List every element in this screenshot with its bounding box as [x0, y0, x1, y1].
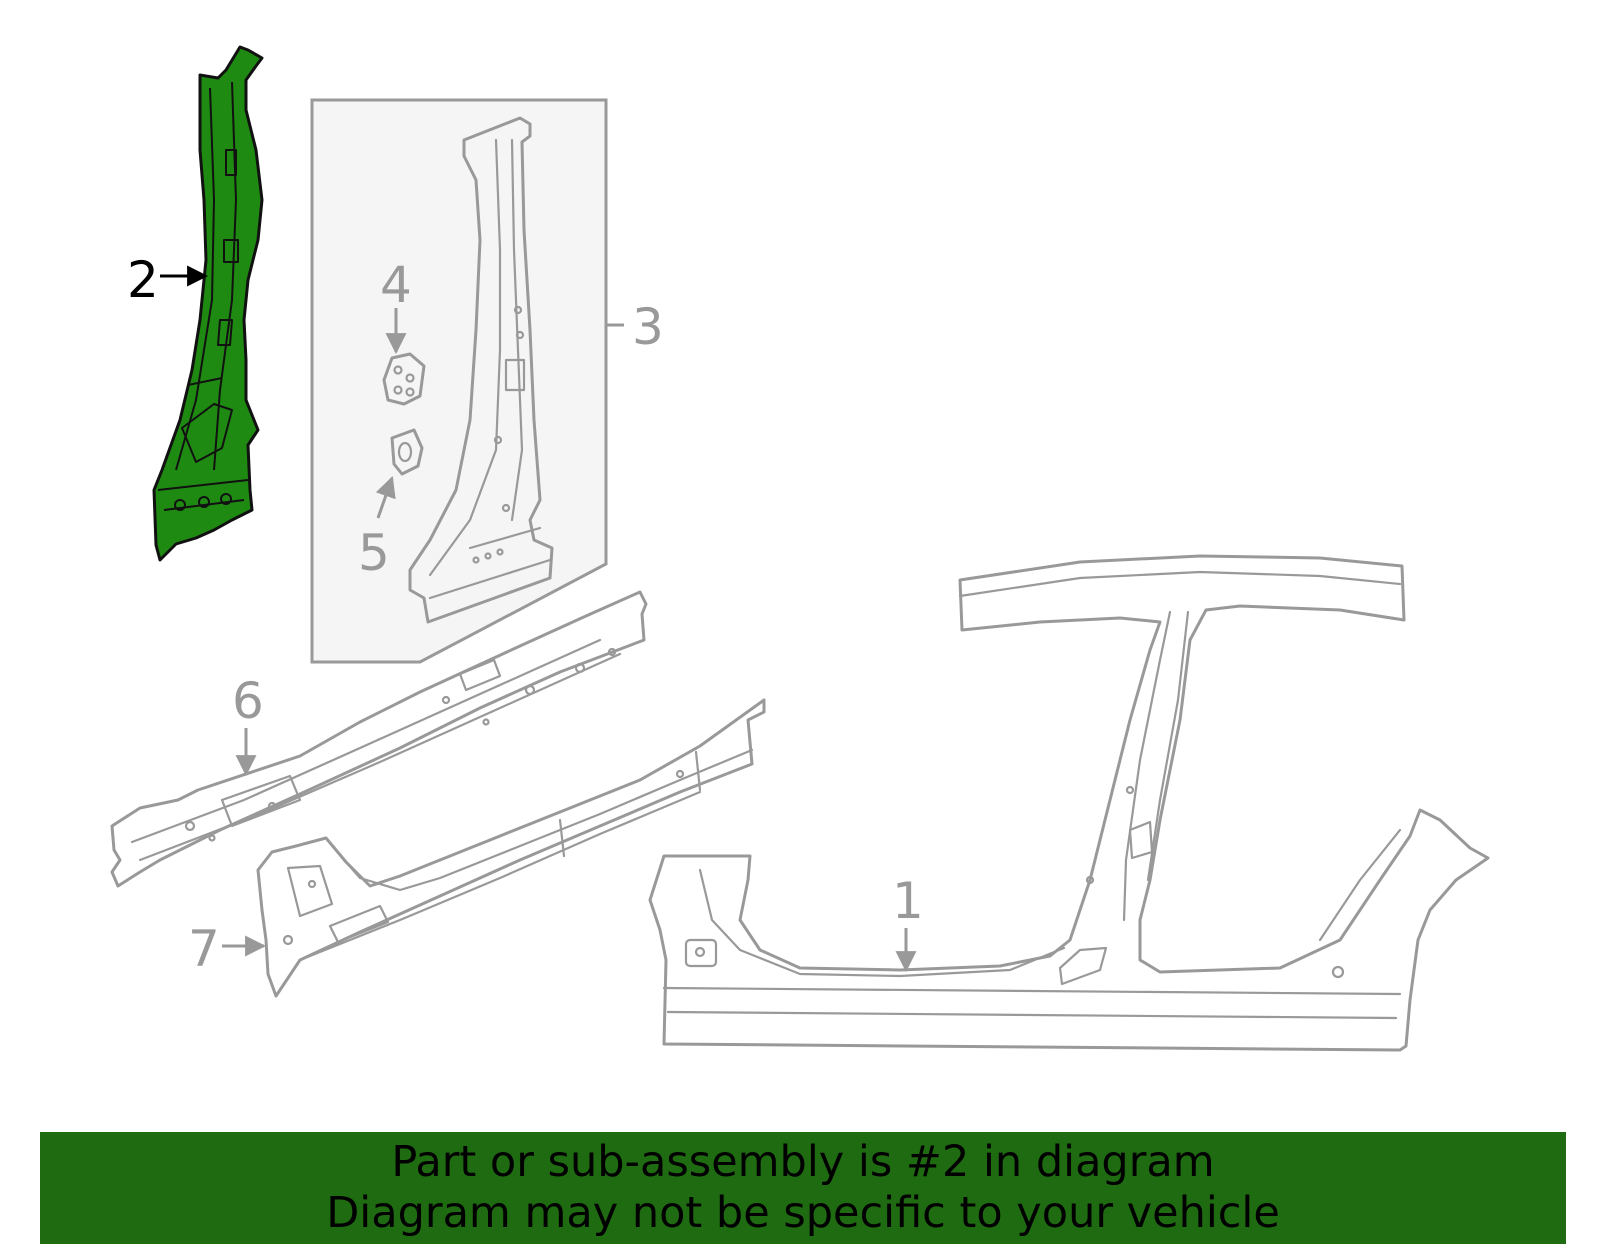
leader-arrow-5 — [375, 476, 396, 519]
part-6-rocker-inner[interactable] — [110, 590, 648, 888]
callout-2[interactable]: 2 — [127, 251, 159, 309]
part-4-bracket[interactable] — [382, 352, 426, 406]
callout-5[interactable]: 5 — [358, 524, 390, 582]
callout-7[interactable]: 7 — [188, 920, 220, 978]
part-3-pillar-reinforcement[interactable] — [408, 116, 554, 624]
part-7-rocker-outer[interactable] — [256, 698, 766, 998]
banner-line-2: Diagram may not be specific to your vehi… — [326, 1188, 1280, 1238]
part-5-plate[interactable] — [390, 428, 424, 476]
part-2-pillar-highlighted[interactable] — [152, 45, 264, 562]
part-1-body-side[interactable] — [648, 554, 1490, 1052]
info-banner: Part or sub-assembly is #2 in diagram Di… — [40, 1132, 1566, 1244]
part-3-inset — [310, 98, 624, 664]
inset-frame — [310, 98, 608, 664]
callout-6[interactable]: 6 — [232, 672, 264, 730]
callout-3[interactable]: 3 — [632, 298, 664, 356]
callout-4[interactable]: 4 — [380, 256, 412, 314]
callout-1[interactable]: 1 — [892, 872, 924, 930]
banner-line-1: Part or sub-assembly is #2 in diagram — [391, 1137, 1215, 1187]
